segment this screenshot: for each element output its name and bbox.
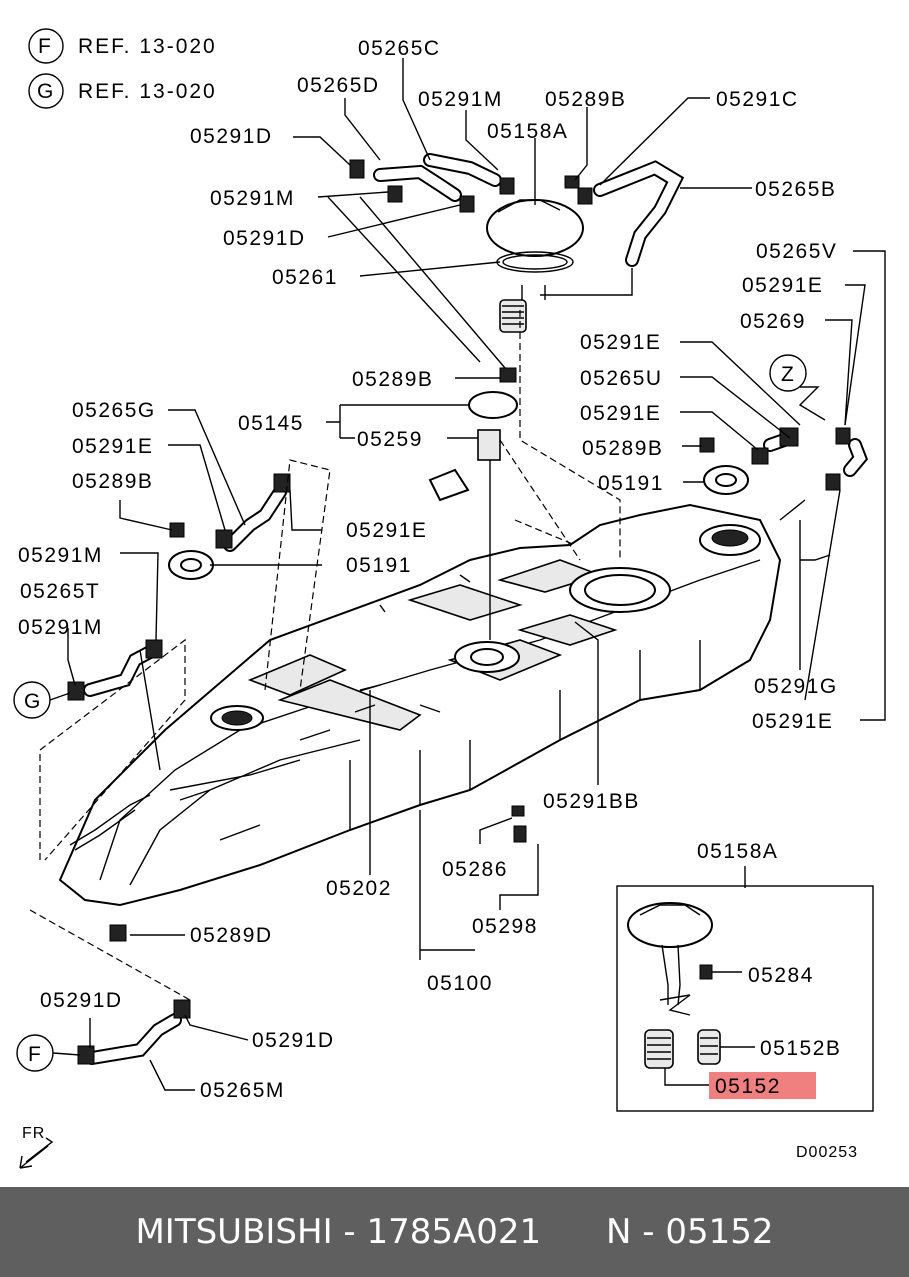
part-labels: 05265C 05265D 05291M 05289B 05291C 05158… [18, 37, 838, 1102]
callout-z: Z [769, 354, 826, 421]
svg-text:F: F [28, 1043, 42, 1066]
label-05265D: 05265D [297, 74, 380, 97]
label-05265B: 05265B [755, 178, 836, 201]
svg-text:REF. 13-020: REF. 13-020 [78, 80, 217, 103]
ref-f: F REF. 13-020 [28, 28, 217, 64]
label-05291E-b: 05291E [580, 331, 661, 354]
label-05291D-d: 05291D [252, 1029, 335, 1052]
label-05261: 05261 [272, 266, 338, 289]
svg-text:G: G [37, 80, 55, 103]
label-05152B: 05152B [760, 1037, 841, 1060]
label-05291E-c: 05291E [580, 402, 661, 425]
label-05289B-c: 05289B [352, 368, 433, 391]
svg-text:Z: Z [781, 363, 795, 386]
label-05202: 05202 [326, 877, 392, 900]
label-05291G: 05291G [754, 675, 838, 698]
label-05291M-d: 05291M [18, 616, 103, 639]
fuel-gauge-unit [428, 391, 518, 640]
fuel-tank-exploded-diagram: F REF. 13-020 G REF. 13-020 [13, 28, 886, 1169]
label-05158A: 05158A [487, 120, 568, 143]
label-05291D-c: 05291D [40, 989, 123, 1012]
ref-g: G REF. 13-020 [28, 73, 217, 109]
label-05269: 05269 [740, 310, 806, 333]
clamps [67, 159, 851, 1065]
label-05152: 05152 [715, 1075, 781, 1098]
label-05289B: 05289B [545, 88, 626, 111]
highlight-05152 [709, 1072, 816, 1099]
label-05291M-b: 05291M [210, 187, 295, 210]
label-05284: 05284 [748, 964, 814, 987]
label-05145: 05145 [238, 412, 304, 435]
leader-lines [67, 58, 886, 1091]
tank-caps [168, 465, 749, 580]
label-05191-b: 05191 [346, 554, 412, 577]
callout-g: G [13, 681, 71, 719]
label-05265U: 05265U [580, 367, 663, 390]
footer-brand: MITSUBISHI [135, 1212, 333, 1252]
fuel-pump-module [486, 199, 584, 333]
label-05291BB: 05291BB [543, 790, 640, 813]
pump-module-inset: 05284 05152B 05152 [616, 885, 874, 1112]
label-05291C: 05291C [716, 88, 799, 111]
footer-part-number: 1785A021 [366, 1212, 542, 1252]
label-05291E-f: 05291E [752, 710, 833, 733]
callout-f: F [16, 1034, 81, 1072]
fuel-tank [58, 503, 782, 907]
label-05291D-b: 05291D [223, 227, 306, 250]
label-05191-a: 05191 [598, 472, 664, 495]
label-05291M: 05291M [418, 88, 503, 111]
label-05100: 05100 [427, 972, 493, 995]
svg-text:FR: FR [22, 1125, 45, 1142]
label-05291E-a: 05291E [742, 274, 823, 297]
svg-text:REF. 13-020: REF. 13-020 [78, 35, 217, 58]
dashed-guides [29, 310, 621, 1001]
svg-text:G: G [24, 690, 42, 713]
footer-ref: N - 05152 [606, 1212, 774, 1252]
label-05265V: 05265V [756, 240, 837, 263]
label-05289D: 05289D [190, 924, 273, 947]
label-05289B-d: 05289B [582, 437, 663, 460]
hoses-top [83, 153, 869, 1065]
front-arrow-icon: FR [19, 1125, 54, 1169]
label-05298: 05298 [472, 915, 538, 938]
label-05291E-d: 05291E [72, 435, 153, 458]
footer-gap [541, 1212, 606, 1252]
footer-sep-1: - [332, 1212, 367, 1252]
diagram-code: D00253 [796, 1144, 858, 1161]
part-footer: MITSUBISHI - 1785A021 N - 05152 [0, 1187, 909, 1277]
label-05291M-c: 05291M [18, 544, 103, 567]
label-05265M: 05265M [200, 1079, 285, 1102]
label-05291E-e: 05291E [346, 519, 427, 542]
label-05158A-inset: 05158A [697, 840, 778, 863]
label-05289B-e: 05289B [72, 470, 153, 493]
label-05265G: 05265G [72, 399, 156, 422]
label-05265T: 05265T [20, 580, 100, 603]
label-05286: 05286 [442, 858, 508, 881]
svg-text:F: F [38, 35, 53, 58]
label-05291D: 05291D [190, 125, 273, 148]
label-05259: 05259 [357, 428, 423, 451]
label-05265C: 05265C [358, 37, 441, 60]
